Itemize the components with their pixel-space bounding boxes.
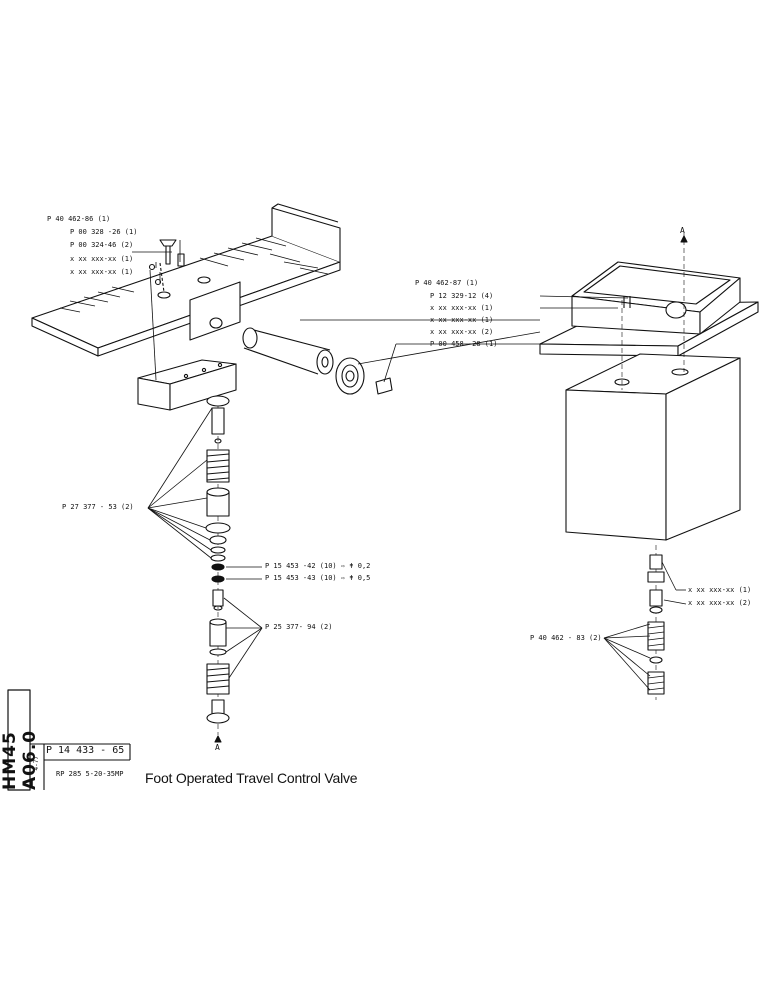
label-ph-c: x xx xxx-xx (1) <box>430 304 494 312</box>
label-ph-d: x xx xxx-xx (1) <box>430 316 494 324</box>
label-screw-28: P 00 328 -26 (1) <box>70 228 138 236</box>
label-ph-b: x xx xxx-xx (1) <box>70 268 134 276</box>
label-ph-f: x xx xxx-xx (1) <box>688 586 752 594</box>
section-mark-bottom: A <box>215 743 220 752</box>
label-shim-02: P 15 453 -42 (10) ⇨ ǂ 0,2 <box>265 562 371 570</box>
right-spring-stack <box>647 545 665 700</box>
label-spring-set-upper: P 27 377 - 53 (2) <box>62 503 134 511</box>
label-screw-46: P 00 324-46 (2) <box>70 241 134 249</box>
upper-spring-stack <box>205 395 231 743</box>
label-ph-e: x xx xxx-xx (2) <box>430 328 494 336</box>
leaders-upper <box>147 407 263 679</box>
machine-model: RP 285 5-20-35MP <box>56 770 124 778</box>
label-spring-set-right: P 40 462 - 83 (2) <box>530 634 602 642</box>
assembly-part-number: P 14 433 - 65 <box>46 745 125 756</box>
leaders-right <box>132 240 687 691</box>
label-pedal-plate: P 40 462-86 (1) <box>47 215 111 223</box>
pedal-block <box>137 359 237 411</box>
drawing-code: HM45 A06.0 <box>0 729 40 790</box>
foot-pedal <box>31 203 341 357</box>
pedal-screws <box>148 239 185 293</box>
drawing-title: Foot Operated Travel Control Valve <box>145 770 358 786</box>
label-pin: P 00 458 -28 (1) <box>430 340 498 348</box>
label-screw-12: P 12 329-12 (4) <box>430 292 494 300</box>
title-block-frame <box>7 689 131 791</box>
label-spring-set-lower: P 25 377- 94 (2) <box>265 623 333 631</box>
valve-body <box>539 232 759 541</box>
drawing-date: 4-77 <box>33 756 40 771</box>
section-mark-top: A <box>680 226 685 235</box>
label-ph-a: x xx xxx-xx (1) <box>70 255 134 263</box>
label-ph-g: x xx xxx-xx (2) <box>688 599 752 607</box>
roller-assembly <box>242 327 393 395</box>
label-valve-cap: P 40 462-87 (1) <box>415 279 479 287</box>
label-shim-05: P 15 453 -43 (10) ⇨ ǂ 0,5 <box>265 574 371 582</box>
